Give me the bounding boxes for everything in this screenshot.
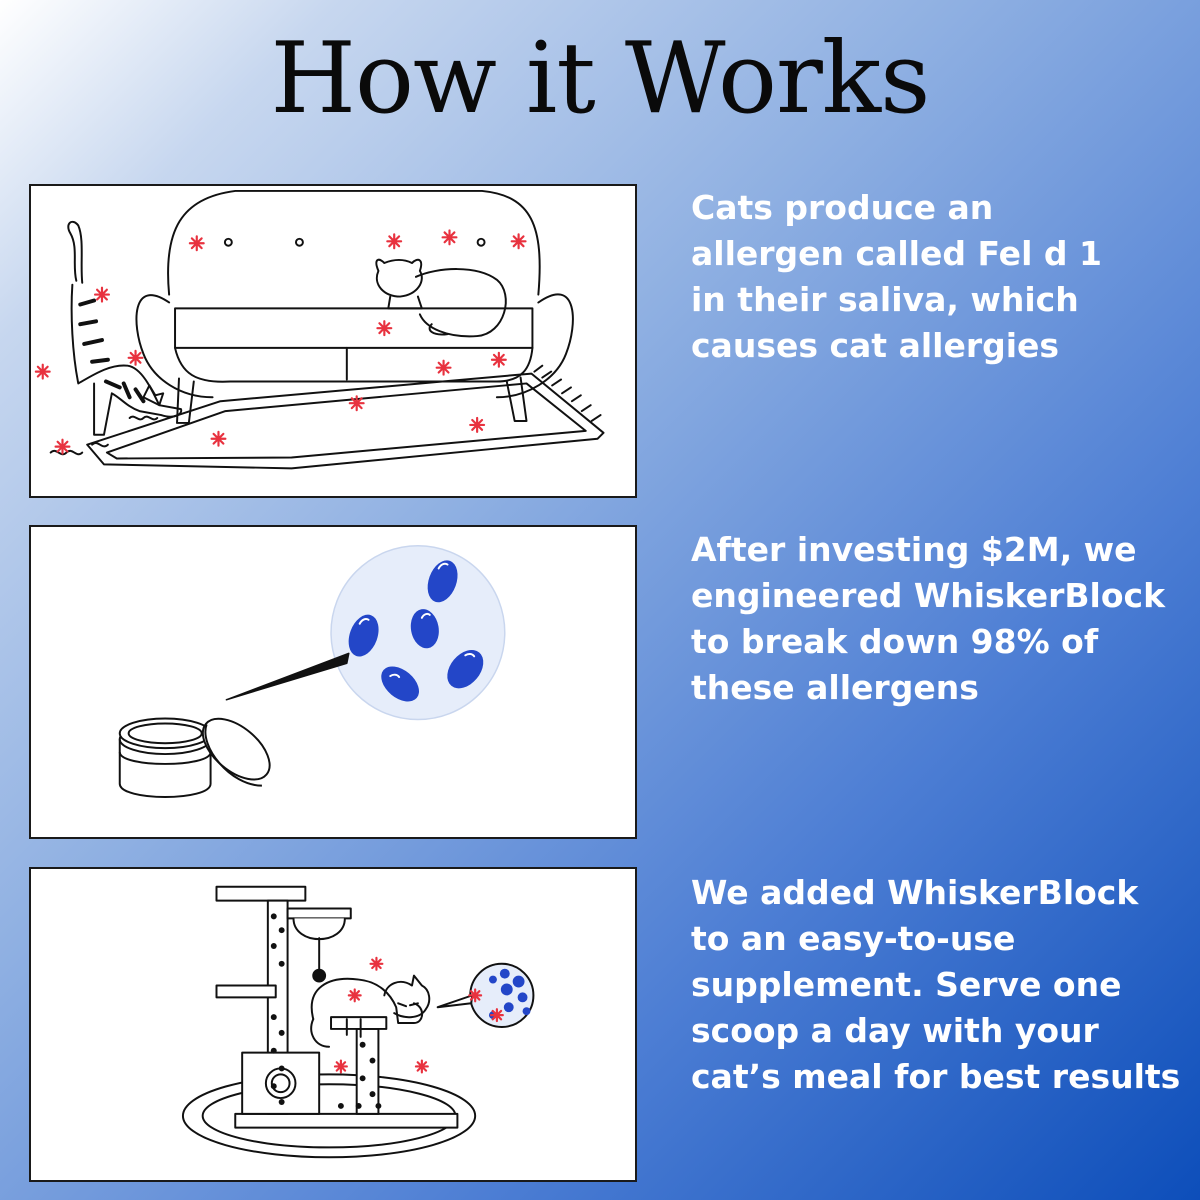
step-3-illustration — [29, 867, 637, 1182]
allergen-star — [210, 430, 227, 447]
post-dot — [337, 1102, 344, 1109]
allergen-star — [435, 359, 452, 376]
allergen-star — [414, 1059, 429, 1074]
post-dot — [369, 1057, 376, 1064]
post-dot — [278, 960, 285, 967]
post-dot — [375, 1102, 382, 1109]
page-title: How it Works — [270, 22, 931, 136]
allergen-star — [34, 363, 51, 380]
post-dot — [369, 1091, 376, 1098]
sleeping-cat — [310, 977, 424, 1025]
allergen-star — [376, 320, 393, 337]
post-dot — [270, 913, 277, 920]
couch-left-arm — [135, 294, 214, 399]
couch-right-arm — [495, 293, 574, 399]
post-dot — [359, 1041, 366, 1048]
allergen-star — [347, 988, 362, 1003]
step-3-text: We added WhiskerBlock to an easy-to-use … — [691, 873, 1181, 1096]
post-dot — [359, 1075, 366, 1082]
cat-tree-illustration — [181, 885, 535, 1159]
post-dot — [270, 1083, 277, 1090]
couch-back — [167, 189, 541, 296]
allergen-star — [127, 349, 144, 366]
allergen-star — [188, 235, 205, 252]
allergen-markers — [333, 956, 504, 1074]
tabby-cat — [70, 283, 183, 436]
magnifier-pointer — [225, 652, 350, 701]
cat-on-couch — [375, 258, 423, 298]
post-dot — [270, 1047, 277, 1054]
step-1-text: Cats produce an allergen called Fel d 1 … — [691, 188, 1102, 365]
allergen-star — [441, 229, 458, 246]
allergen-star — [489, 1008, 504, 1023]
post-dot — [278, 1099, 285, 1105]
post-dot — [270, 943, 277, 949]
step-2-text: After investing $2M, we engineered Whisk… — [691, 530, 1166, 707]
allergen-star — [469, 416, 486, 433]
post-dot — [355, 1102, 362, 1109]
molecules — [348, 560, 484, 702]
couch-cats-illustration — [34, 189, 605, 470]
rug — [86, 372, 605, 470]
step-1-illustration — [29, 184, 637, 498]
allergen-star — [510, 233, 527, 250]
post-dots — [270, 913, 382, 1109]
allergen-star — [369, 956, 384, 971]
allergen-star — [490, 351, 507, 368]
allergen-star — [93, 286, 110, 303]
cat-tree-base — [181, 1073, 477, 1159]
post-dot — [278, 927, 285, 934]
step-2-illustration — [29, 525, 637, 839]
post-dot — [270, 1014, 277, 1021]
allergen-star — [386, 233, 403, 250]
allergen-markers — [34, 229, 527, 455]
post-dot — [278, 1065, 285, 1072]
jar-molecules-illustration — [118, 545, 506, 799]
allergen-star — [468, 988, 483, 1003]
post-dot — [278, 1029, 285, 1036]
allergen-star — [333, 1059, 348, 1074]
supplement-jar — [118, 717, 271, 799]
allergen-star — [348, 395, 365, 412]
allergen-star — [54, 438, 71, 455]
